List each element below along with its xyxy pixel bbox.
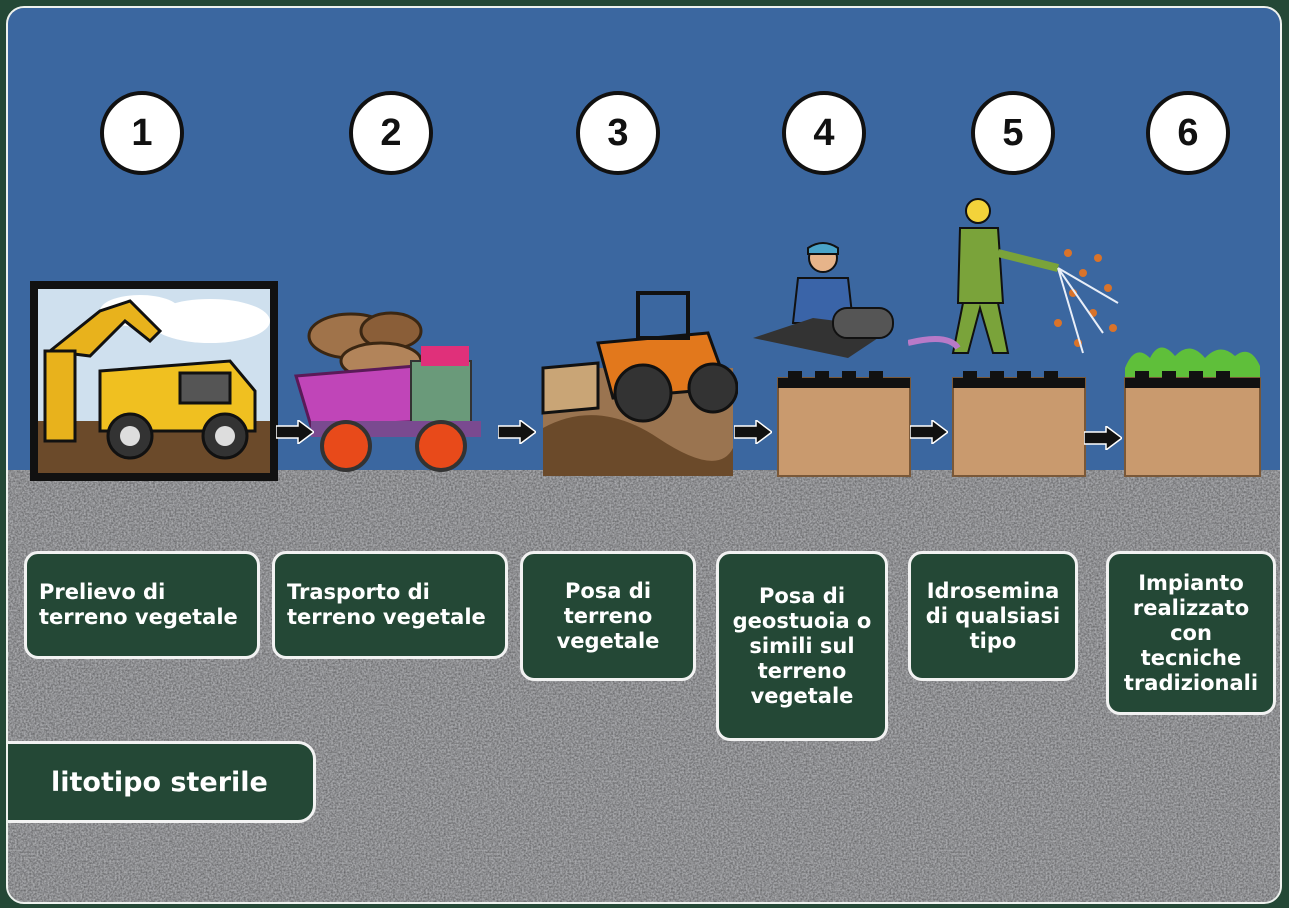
- step-label-5: Idrosemina di qualsiasi tipo: [908, 551, 1078, 681]
- step-number-4: 4: [782, 91, 866, 175]
- step-number-1: 1: [100, 91, 184, 175]
- arrow-2-3: [498, 420, 536, 444]
- arrow-3-4: [734, 420, 772, 444]
- step-number-2: 2: [349, 91, 433, 175]
- worker-geomat-icon: [753, 242, 911, 477]
- step-label-3: Posa di terreno vegetale: [520, 551, 696, 681]
- diagram-frame: 1 2 3 4 5 6: [6, 6, 1282, 904]
- ground-background: [8, 470, 1280, 902]
- step-number-5: 5: [971, 91, 1055, 175]
- step-label-2: Trasporto di terreno vegetale: [272, 551, 508, 659]
- dump-truck-icon: [30, 281, 278, 481]
- vegetated-soil-icon: [1124, 347, 1261, 477]
- arrow-4-5: [910, 420, 948, 444]
- soil-truck-icon: [294, 311, 481, 472]
- step-number-6: 6: [1146, 91, 1230, 175]
- hydroseeding-worker-icon: [908, 198, 1119, 477]
- step-label-1: Prelievo di terreno vegetale: [24, 551, 260, 659]
- gravel-texture: [8, 470, 1280, 902]
- arrow-1-2: [276, 420, 314, 444]
- arrow-5-6: [1084, 426, 1122, 450]
- step-label-4: Posa di geostuoia o simili sul terreno v…: [716, 551, 888, 741]
- ground-label: litotipo sterile: [8, 741, 316, 823]
- bulldozer-icon: [541, 291, 738, 476]
- step-number-3: 3: [576, 91, 660, 175]
- step-label-6: Impianto realizzato con tecniche tradizi…: [1106, 551, 1276, 715]
